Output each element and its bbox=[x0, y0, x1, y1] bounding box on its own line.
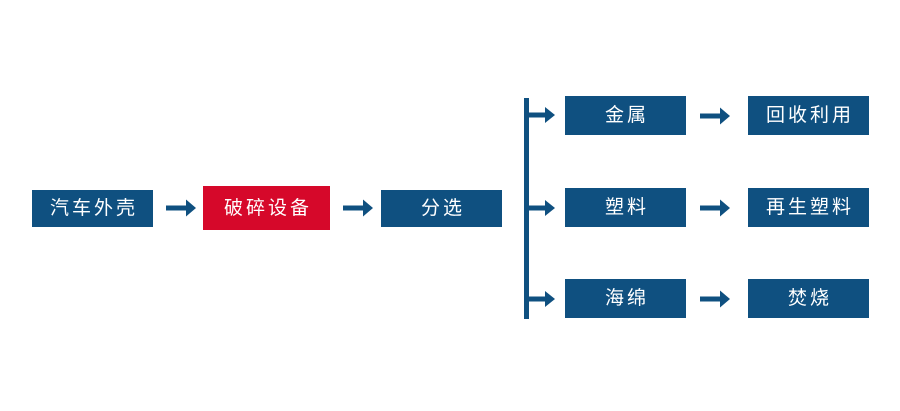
node-recycled-plastic[interactable]: 再生塑料 bbox=[748, 188, 869, 227]
node-recycling-reuse[interactable]: 回收利用 bbox=[748, 96, 869, 135]
arrow-right-icon bbox=[700, 287, 730, 311]
branch-arrow-right-icon bbox=[528, 197, 555, 219]
node-car-shell[interactable]: 汽车外壳 bbox=[32, 190, 153, 227]
node-sorting[interactable]: 分选 bbox=[381, 190, 502, 227]
branch-arrow-right-icon bbox=[528, 104, 555, 126]
branch-arrow-right-icon bbox=[528, 288, 555, 310]
node-shredding-equipment[interactable]: 破碎设备 bbox=[203, 186, 330, 230]
node-metal[interactable]: 金属 bbox=[565, 96, 686, 135]
node-incineration[interactable]: 焚烧 bbox=[748, 279, 869, 318]
vertical-distributor-line bbox=[524, 98, 529, 319]
arrow-right-icon bbox=[166, 196, 196, 220]
arrow-right-icon bbox=[700, 104, 730, 128]
arrow-right-icon bbox=[343, 196, 373, 220]
node-plastic[interactable]: 塑料 bbox=[565, 188, 686, 227]
arrow-right-icon bbox=[700, 196, 730, 220]
node-sponge[interactable]: 海绵 bbox=[565, 279, 686, 318]
